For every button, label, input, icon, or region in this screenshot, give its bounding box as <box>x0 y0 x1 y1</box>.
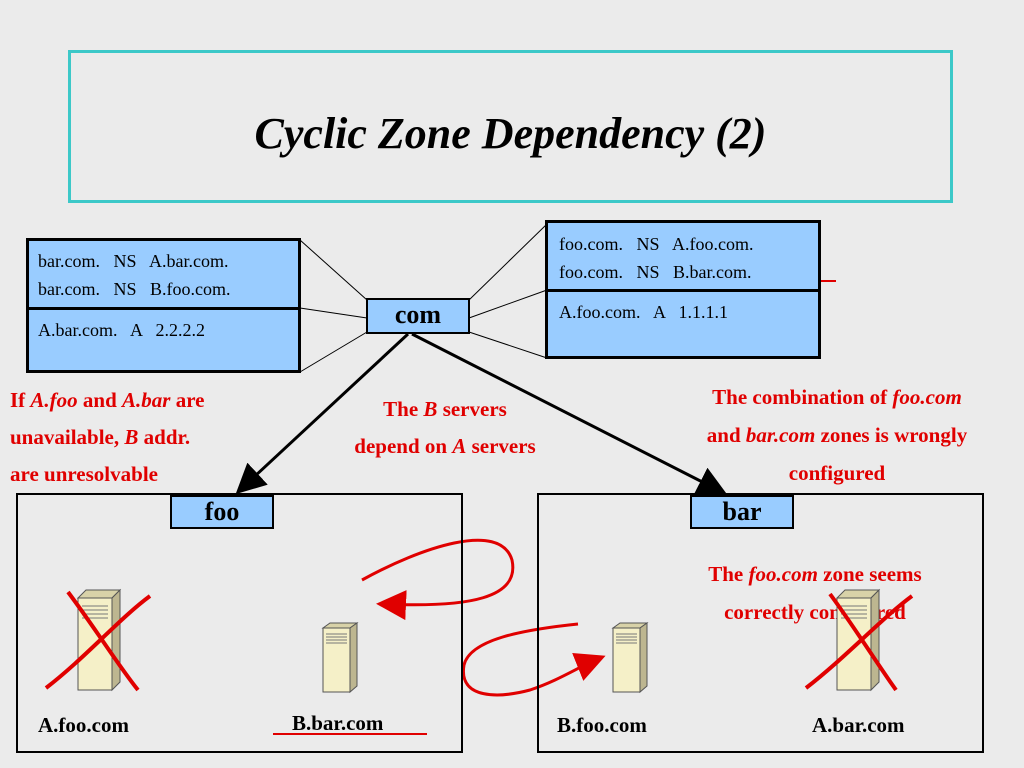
note-misconfigured-line-3: configured <box>788 461 886 485</box>
title-box <box>68 50 953 203</box>
delegation-arrow-bar <box>411 332 728 495</box>
bar-a-records-box: A.bar.com. A 2.2.2.2 <box>26 307 301 373</box>
foo-ns-records-box: foo.com. NS A.foo.com. foo.com. NS B.bar… <box>545 220 821 292</box>
host-b-bar: B.bar.com <box>292 711 384 735</box>
note-dependency-line-2: depend on A servers <box>354 434 536 458</box>
note-unavailable-line-3: are unresolvable <box>10 462 158 486</box>
note-misconfigured: The combination of foo.com and bar.com z… <box>650 378 1024 492</box>
bar-ns-record-1: bar.com. NS A.bar.com. <box>38 251 229 271</box>
note-dependency-line-1: The B servers <box>383 397 507 421</box>
callout-line-bar-bottom <box>299 331 368 373</box>
callout-line-foo-bottom <box>468 331 548 359</box>
bar-zone-box <box>537 493 984 753</box>
foo-zone-label: foo <box>170 495 274 529</box>
note-correct-line-1: The foo.com zone seems <box>708 562 922 586</box>
callout-line-foo-mid <box>468 289 548 319</box>
host-a-bar: A.bar.com <box>812 713 905 737</box>
host-a-foo: A.foo.com <box>38 713 129 737</box>
foo-ns-record-1: foo.com. NS A.foo.com. <box>559 234 754 254</box>
foo-ns-record-2: foo.com. NS B.bar.com. <box>559 262 752 282</box>
server-icon <box>611 622 649 694</box>
bar-ns-record-2: bar.com. NS B.foo.com. <box>38 279 231 299</box>
note-misconfigured-line-2: and bar.com zones is wrongly <box>706 423 968 447</box>
cycle-arrow-lower <box>462 622 606 697</box>
note-unavailable-line-1: If A.foo and A.bar are <box>10 388 205 412</box>
server-icon <box>321 622 359 694</box>
slide-title: Cyclic Zone Dependency (2) <box>254 109 767 158</box>
foo-a-record: A.foo.com. A 1.1.1.1 <box>559 302 728 322</box>
note-misconfigured-line-1: The combination of foo.com <box>712 385 962 409</box>
cross-mark-icon <box>44 590 152 692</box>
bar-zone-label: bar <box>690 495 794 529</box>
note-unavailable-line-2: unavailable, B addr. <box>10 425 191 449</box>
callout-line-bar-top <box>299 239 368 301</box>
foo-a-records-box: A.foo.com. A 1.1.1.1 <box>545 289 821 359</box>
host-b-foo: B.foo.com <box>557 713 647 737</box>
cycle-arrow-upper <box>361 538 515 621</box>
com-zone-label: com <box>366 298 470 334</box>
callout-line-bar-mid <box>299 307 368 319</box>
callout-line-foo-top <box>468 223 548 301</box>
bar-ns-records-box: bar.com. NS A.bar.com. bar.com. NS B.foo… <box>26 238 301 310</box>
note-dependency: The B servers depend on A servers <box>300 391 590 465</box>
bar-a-record: A.bar.com. A 2.2.2.2 <box>38 320 205 340</box>
cross-mark-icon <box>804 592 914 692</box>
note-unavailable: If A.foo and A.bar are unavailable, B ad… <box>10 382 300 493</box>
foo-zone-box <box>16 493 463 753</box>
delegation-arrow-foo <box>235 332 410 495</box>
